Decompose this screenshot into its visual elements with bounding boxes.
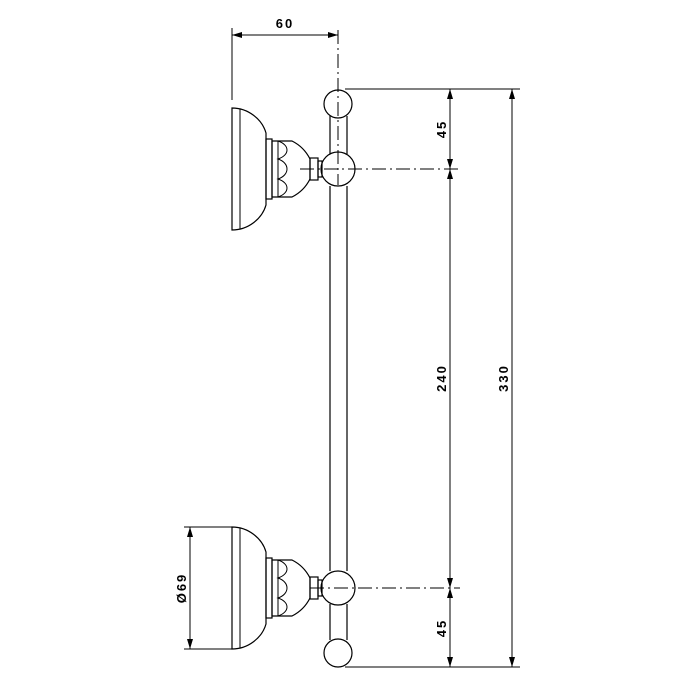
dim-plate-diameter: Ø69 — [174, 573, 189, 604]
dim-total-length: 330 — [496, 364, 511, 392]
bottom-end-ball — [323, 638, 353, 668]
dim-bottom-offset: 45 — [434, 619, 449, 637]
dim-depth: 60 — [276, 16, 294, 31]
dim-center-distance: 240 — [434, 364, 449, 392]
dim-top-offset: 45 — [434, 120, 449, 138]
bar-rod — [323, 89, 353, 668]
